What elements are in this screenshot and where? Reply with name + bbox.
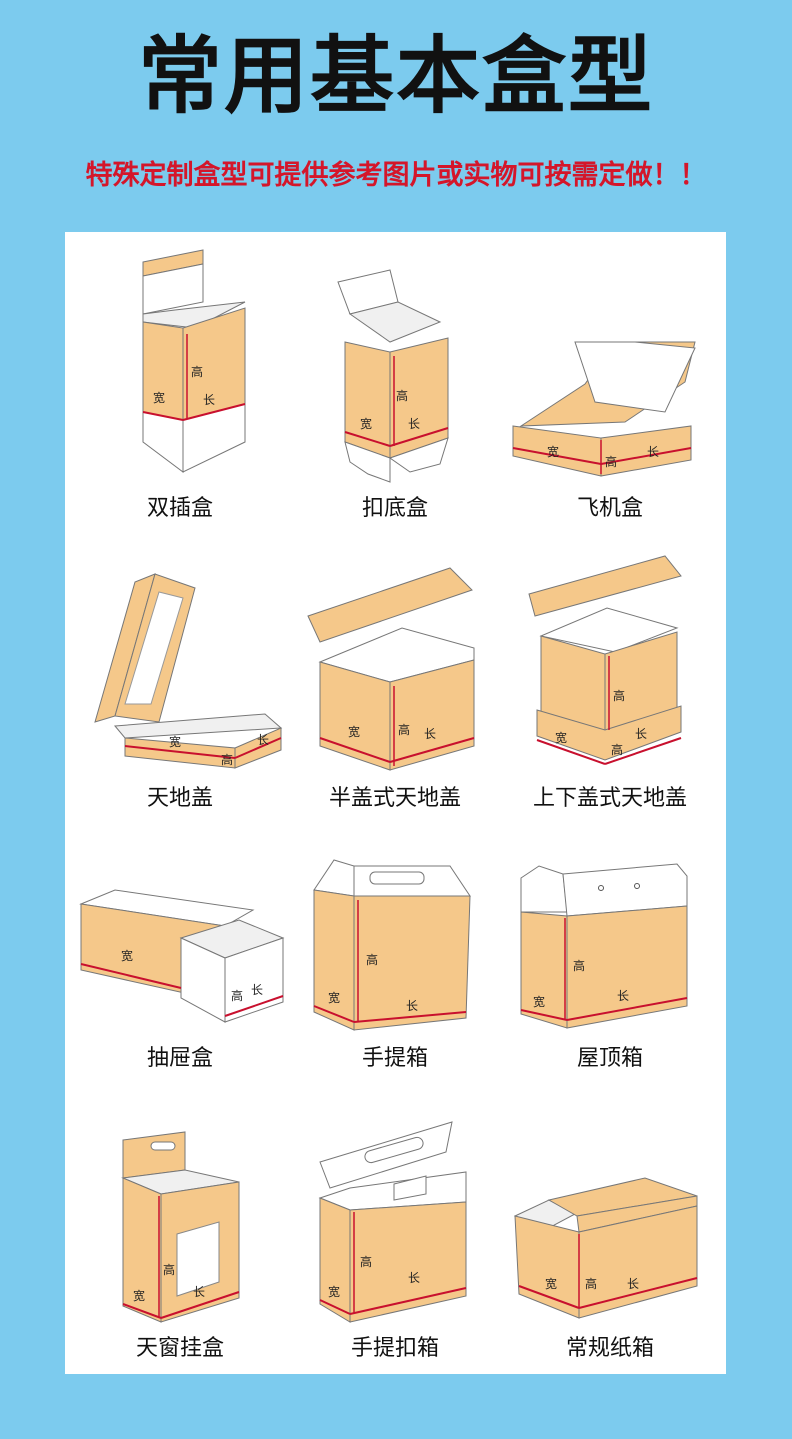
dim-height-label: 高	[613, 688, 625, 703]
box-name: 抽屉盒	[146, 1046, 213, 1071]
dim-height-label: 高	[398, 722, 410, 737]
box-card-double-tuck[interactable]: 高 宽 长 双插盒	[75, 242, 285, 527]
box-card-regular-carton[interactable]: 宽 高 长 常规纸箱	[505, 1082, 715, 1367]
dim-height-label: 高	[231, 988, 243, 1003]
page-title: 常用基本盒型	[137, 27, 654, 125]
mailer-box-illustration: 宽 高 长	[512, 341, 696, 477]
box-name: 飞机盒	[576, 496, 643, 521]
dim-width-label: 宽	[328, 1284, 340, 1299]
gable-box-illustration: 高 宽 长	[520, 863, 688, 1029]
dim-height-label: 高	[163, 1262, 175, 1277]
dim-length-label: 长	[424, 727, 436, 741]
window-hang-box-illustration: 高 宽 长	[121, 1131, 240, 1323]
box-name: 屋顶箱	[576, 1046, 643, 1071]
box-card-handle-lock-box[interactable]: 高 宽 长 手提扣箱	[290, 1082, 500, 1367]
box-card-drawer[interactable]: 宽 高 长 抽屉盒	[75, 792, 285, 1077]
box-name: 上下盖式天地盖	[532, 786, 687, 811]
dim-length-label: 长	[193, 1285, 205, 1299]
dim-length-label: 长	[408, 417, 420, 431]
dim-length-label: 长	[647, 445, 659, 459]
handle-lock-box-illustration: 高 宽 长	[318, 1121, 467, 1323]
box-card-top-bottom-lid[interactable]: 高 宽 高 长 上下盖式天地盖	[505, 532, 715, 817]
box-catalog-panel: 高 宽 长 双插盒 高 宽 长 扣底盒	[65, 232, 726, 1374]
dim-width-label: 宽	[533, 994, 545, 1009]
lid-base-box-illustration: 宽 高 长	[94, 573, 283, 769]
dim-length-label: 长	[257, 733, 269, 747]
box-card-gable-box[interactable]: 高 宽 长 屋顶箱	[505, 792, 715, 1077]
dim-length-label: 长	[635, 727, 647, 741]
dim-width-label: 宽	[348, 724, 360, 739]
dim-height-label: 高	[191, 364, 203, 379]
dim-height-label: 高	[605, 454, 617, 469]
box-name: 半盖式天地盖	[328, 786, 461, 811]
dim-width-label: 宽	[545, 1276, 557, 1291]
double-tuck-box-illustration: 高 宽 长	[142, 249, 246, 473]
box-card-lid-base[interactable]: 宽 高 长 天地盖	[75, 532, 285, 817]
box-card-mailer[interactable]: 宽 高 长 飞机盒	[505, 242, 715, 527]
dim-height-label: 高	[573, 958, 585, 973]
dim-width-label: 宽	[121, 948, 133, 963]
box-name: 常规纸箱	[565, 1336, 654, 1361]
dim-height-label: 高	[396, 388, 408, 403]
dim-width-label: 宽	[360, 416, 372, 431]
handle-box-illustration: 高 宽 长	[313, 859, 471, 1031]
dim-height-label: 高	[221, 752, 233, 767]
box-name: 双插盒	[146, 496, 213, 521]
dim-length-label: 长	[408, 1271, 420, 1285]
regular-carton-illustration: 宽 高 长	[513, 1177, 698, 1319]
box-name: 手提扣箱	[350, 1336, 439, 1361]
box-name: 手提箱	[361, 1046, 428, 1071]
dim-width-label: 宽	[133, 1288, 145, 1303]
dim-length-label: 长	[203, 393, 215, 407]
snap-bottom-box-illustration: 高 宽 长	[337, 269, 449, 483]
dim-width-label: 宽	[328, 990, 340, 1005]
top-bottom-lid-box-illustration: 高 宽 高 长	[528, 555, 682, 765]
box-card-snap-bottom[interactable]: 高 宽 长 扣底盒	[290, 242, 500, 527]
dim-height-label: 高	[366, 952, 378, 967]
box-card-handle-box[interactable]: 高 宽 长 手提箱	[290, 792, 500, 1077]
dim-length-label: 长	[627, 1277, 639, 1291]
dim-height-label-base: 高	[611, 742, 623, 757]
box-card-half-lid[interactable]: 宽 高 长 半盖式天地盖	[290, 532, 500, 817]
box-name: 扣底盒	[361, 496, 428, 521]
box-card-window-hang[interactable]: 高 宽 长 天窗挂盒	[75, 1082, 285, 1367]
box-name: 天窗挂盒	[135, 1336, 224, 1361]
dim-height-label: 高	[585, 1276, 597, 1291]
drawer-box-illustration: 宽 高 长	[79, 889, 285, 1023]
dim-width-label: 宽	[555, 730, 567, 745]
dim-width-label: 宽	[169, 734, 181, 749]
dim-width-label: 宽	[547, 444, 559, 459]
dim-height-label: 高	[360, 1254, 372, 1269]
dim-length-label: 长	[251, 983, 263, 997]
dim-width-label: 宽	[153, 390, 165, 405]
half-lid-box-illustration: 宽 高 长	[307, 567, 475, 771]
dim-length-label: 长	[406, 999, 418, 1013]
dim-length-label: 长	[617, 989, 629, 1003]
page-subtitle: 特殊定制盒型可提供参考图片或实物可按需定做！！	[85, 160, 707, 191]
box-name: 天地盖	[146, 786, 213, 811]
